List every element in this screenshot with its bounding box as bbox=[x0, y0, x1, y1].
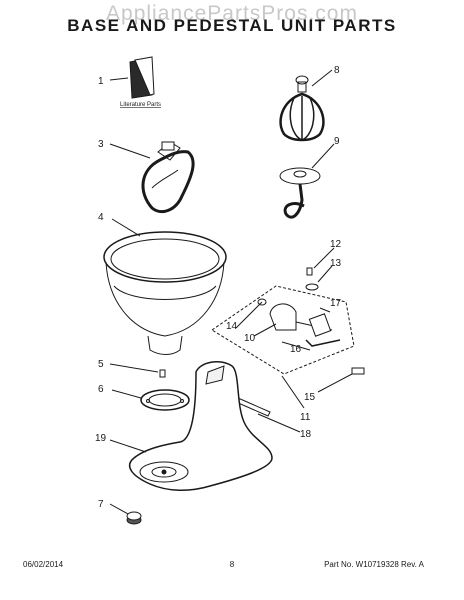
callout-19: 19 bbox=[95, 433, 107, 444]
literature-label: Literature Parts bbox=[120, 102, 161, 108]
callout-17: 17 bbox=[330, 298, 342, 309]
callout-10: 10 bbox=[244, 333, 256, 344]
mixing-bowl bbox=[103, 218, 227, 355]
callout-5: 5 bbox=[98, 359, 104, 370]
hinge-pin bbox=[317, 367, 365, 393]
watermark: AppliancePartsPros.com bbox=[106, 2, 358, 25]
footer-page-number: 8 bbox=[229, 560, 235, 569]
callout-11: 11 bbox=[300, 412, 311, 423]
pin-and-washer bbox=[305, 247, 335, 291]
screw bbox=[109, 363, 166, 378]
footer-part-number: Part No. W10719328 Rev. A bbox=[324, 560, 424, 569]
callout-8: 8 bbox=[334, 65, 340, 76]
callout-1: 1 bbox=[98, 76, 104, 87]
callout-7: 7 bbox=[98, 499, 104, 510]
callout-3: 3 bbox=[98, 139, 104, 150]
callout-14: 14 bbox=[226, 321, 238, 332]
callout-12: 12 bbox=[330, 239, 342, 250]
callout-4: 4 bbox=[98, 212, 104, 223]
flat-beater bbox=[109, 141, 195, 213]
footer-date: 06/02/2014 bbox=[23, 560, 64, 569]
hinge-assembly bbox=[211, 285, 355, 409]
callout-9: 9 bbox=[334, 136, 340, 147]
trim-plate bbox=[111, 389, 190, 411]
callout-18: 18 bbox=[300, 429, 312, 440]
callout-15: 15 bbox=[304, 392, 316, 403]
callout-6: 6 bbox=[98, 384, 104, 395]
literature-booklet bbox=[109, 56, 155, 99]
callout-13: 13 bbox=[330, 258, 342, 269]
pedestal-base bbox=[109, 360, 273, 491]
page-title: BASE AND PEDESTAL UNIT PARTS bbox=[67, 16, 397, 35]
wire-whip bbox=[279, 69, 333, 142]
callout-16: 16 bbox=[290, 344, 302, 355]
rubber-foot bbox=[109, 503, 142, 525]
dough-hook bbox=[279, 143, 335, 219]
